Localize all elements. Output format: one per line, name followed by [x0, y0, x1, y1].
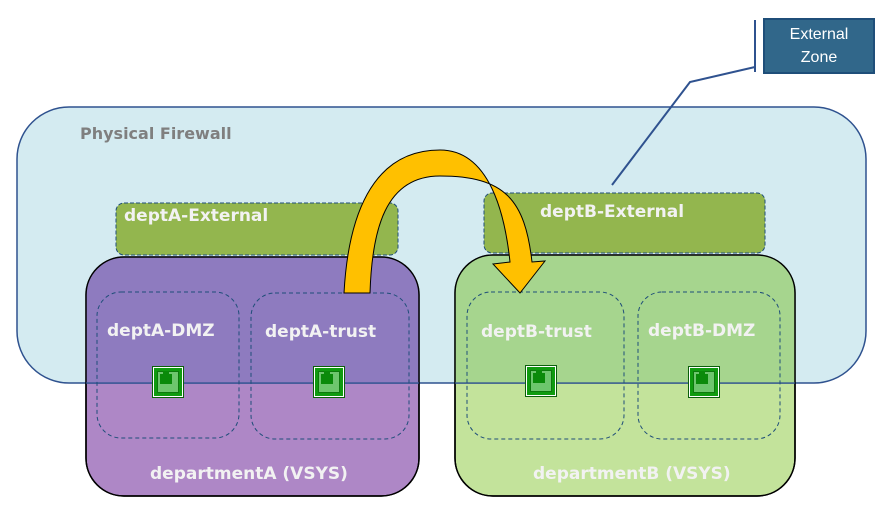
deptB-external-box	[483, 192, 766, 254]
ethernet-port-icon	[689, 367, 719, 397]
flow-arrow	[343, 149, 547, 294]
zone-deptB-DMZ-box	[637, 291, 781, 440]
zone-deptB-DMZ-label: deptB-DMZ	[648, 321, 756, 341]
deptA-external-label: deptA-External	[124, 206, 269, 226]
zone-deptB-trust-box	[466, 291, 625, 440]
ethernet-port-icon	[314, 367, 344, 397]
zone-deptA-trust-box	[250, 292, 410, 440]
deptA-external-box	[115, 202, 399, 256]
external-zone-callout-line	[611, 66, 756, 186]
deptB-external-label: deptB-External	[540, 202, 685, 222]
zone-deptA-trust-label: deptA-trust	[265, 322, 377, 342]
external-zone-label-line2: Zone	[800, 49, 838, 66]
zone-deptA-DMZ-label: deptA-DMZ	[107, 321, 215, 341]
physical-firewall-label: Physical Firewall	[80, 124, 232, 143]
external-zone-label-line1: External	[789, 26, 849, 43]
ethernet-port-icon	[153, 367, 183, 397]
zone-deptB-trust-label: deptB-trust	[481, 322, 592, 342]
external-zone-box: External Zone	[763, 18, 875, 74]
ethernet-port-icon	[526, 366, 556, 396]
vsys-departmentB-label: departmentB (VSYS)	[533, 464, 731, 484]
vsys-departmentA-label: departmentA (VSYS)	[150, 464, 348, 484]
